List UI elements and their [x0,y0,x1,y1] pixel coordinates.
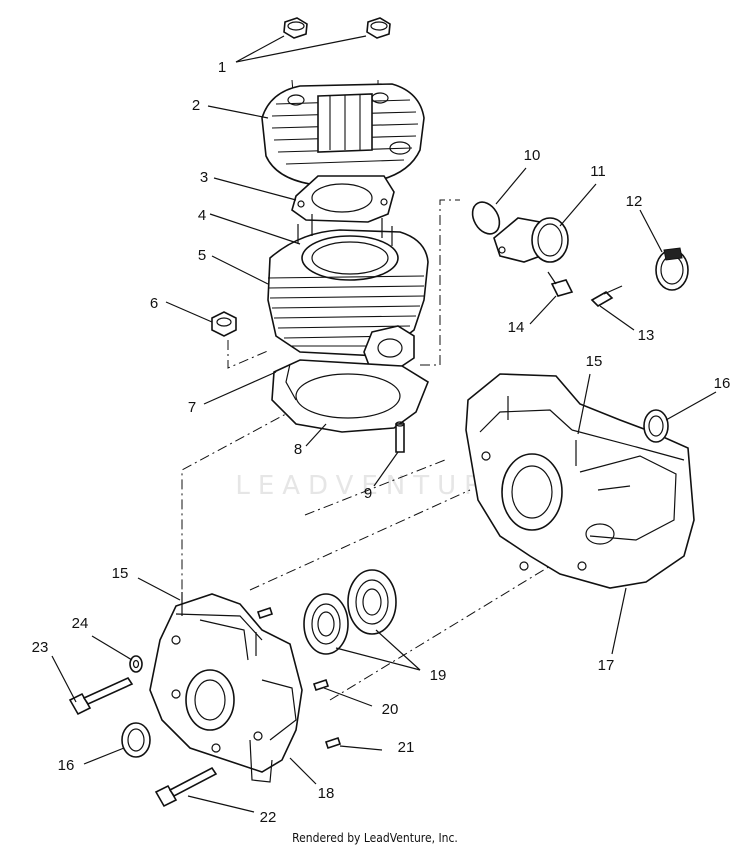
cylinder-head [261,83,425,185]
callout-16-right: 16 [714,375,731,392]
callout-6: 6 [150,295,158,312]
callout-3: 3 [200,169,208,186]
callout-1: 1 [218,59,226,76]
assembly-lines [181,79,561,701]
manifold-bolt-14 [547,271,574,297]
callout-5: 5 [198,247,206,264]
callout-24: 24 [72,615,89,632]
head-gasket [291,175,395,223]
hose-clamp [655,247,689,291]
callout-16-left: 16 [58,757,75,774]
callout-15-right: 15 [586,353,603,370]
callout-7: 7 [188,399,196,416]
manifold-screw-13 [590,285,623,307]
watermark: LEADVENTURE [235,471,514,501]
cylinder-head-nuts [283,17,391,39]
stud-nut [211,311,237,337]
dowel-pin-20 [256,606,330,692]
intake-manifold [493,217,569,263]
callout-13: 13 [638,327,655,344]
callout-8: 8 [294,441,302,458]
callout-10: 10 [524,147,541,164]
callout-19: 19 [430,667,447,684]
bolt-22 [154,766,218,808]
callout-18: 18 [318,785,335,802]
callout-17: 17 [598,657,615,674]
callout-11: 11 [590,163,606,180]
bolt-23 [68,676,134,716]
cylinder [267,214,429,371]
leader-lines [51,35,717,813]
dowel-pin-21 [324,736,342,750]
callout-4: 4 [198,207,206,224]
callout-21: 21 [398,739,415,756]
callout-12: 12 [626,193,643,210]
o-ring [471,201,501,235]
callout-23: 23 [32,639,49,656]
callout-labels: 1 2 3 4 5 6 7 8 9 10 11 12 13 14 15 16 1… [32,59,731,826]
callout-9: 9 [364,485,372,502]
bearings [303,569,397,655]
oil-seal-right [643,409,669,443]
oil-seal-left [121,722,151,758]
crankcase-left [149,592,303,783]
base-gasket [271,359,429,433]
footer-credit: Rendered by LeadVenture, Inc. [292,831,458,845]
dowel-pin-9 [395,421,405,453]
callout-20: 20 [382,701,399,718]
washer-24 [129,655,143,673]
callout-14: 14 [508,319,525,336]
callout-15-left: 15 [112,565,129,582]
crankcase-right [465,373,695,589]
callout-22: 22 [260,809,277,826]
callout-2: 2 [192,97,200,114]
